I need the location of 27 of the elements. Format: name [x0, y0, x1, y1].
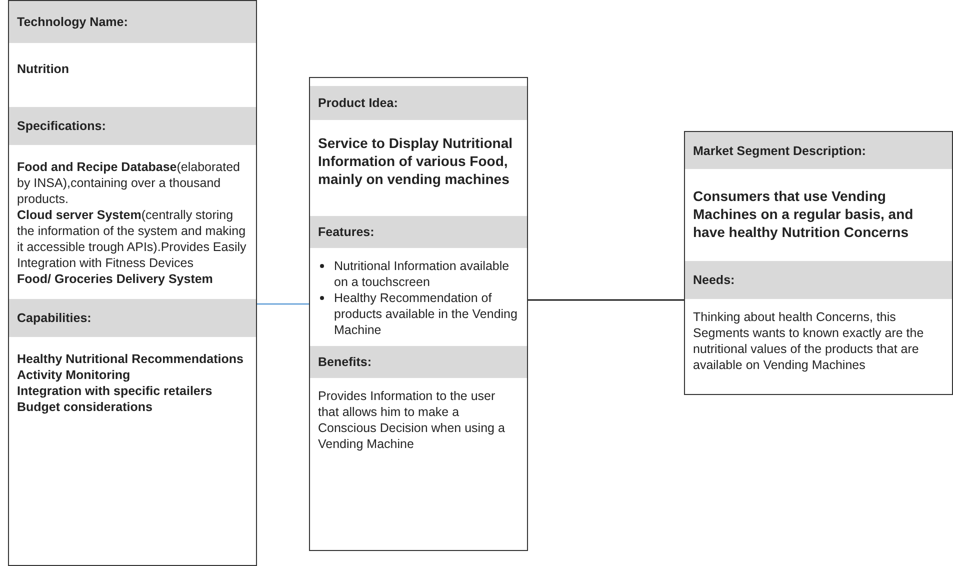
section-header: Market Segment Description:	[685, 132, 952, 169]
section-text: Nutrition	[16, 61, 70, 77]
section-text: Thinking about health Concerns, this Segments wants to known exactly are the nutritional values of the products that are available on Vending Machines	[692, 309, 925, 373]
section-text: Consumers that use Vending Machines on a regular basis, and have healthy Nutrition Concerns	[692, 187, 914, 241]
section-text: Activity Monitoring	[16, 367, 132, 383]
section-text: Cloud server System(centrally storing the information of the system and making it accessible trough APIs).Provides Easily Integration with Fitness Devices	[16, 207, 248, 271]
section-card	[309, 77, 528, 551]
section-text: Provides Information to the user that allows him to make a Conscious Decision when using a Vending Machine	[317, 388, 506, 452]
section-header: Technology Name:	[9, 1, 256, 43]
section-header: Features:	[310, 216, 527, 248]
connector-line	[528, 299, 684, 301]
section-card	[8, 0, 257, 566]
section-header: Specifications:	[9, 107, 256, 145]
section-header: Capabilities:	[9, 299, 256, 337]
section-text: Food/ Groceries Delivery System	[16, 271, 214, 287]
section-text: Healthy Nutritional Recommendations	[16, 351, 244, 367]
bullet-item: Nutritional Information available on a touchscreen	[310, 258, 527, 290]
section-text: Food and Recipe Database(elaborated by INSA),containing over a thousand products.	[16, 159, 242, 207]
section-text: Integration with specific retailers	[16, 383, 214, 399]
section-header: Benefits:	[310, 346, 527, 378]
section-header: Needs:	[685, 261, 952, 299]
section-header: Product Idea:	[310, 86, 527, 120]
bullet-item: Healthy Recommendation of products available in the Vending Machine	[310, 290, 527, 338]
section-card	[684, 131, 953, 395]
connector-line	[257, 303, 309, 305]
section-text: Service to Display Nutritional Information of various Food, mainly on vending machines	[317, 134, 514, 188]
section-text: Budget considerations	[16, 399, 154, 415]
